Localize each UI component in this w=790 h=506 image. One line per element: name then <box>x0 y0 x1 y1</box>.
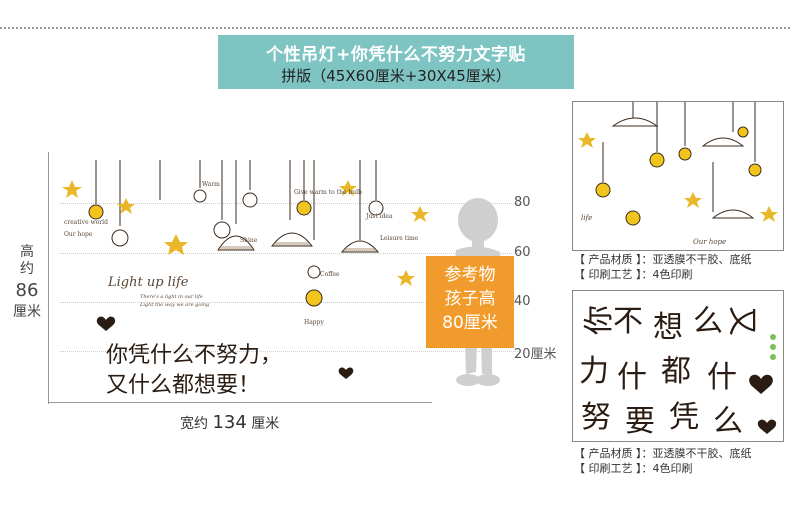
scale-mark-20: 20厘米 <box>514 347 557 362</box>
svg-text:力: 力 <box>579 354 609 389</box>
height-label-2: 约 <box>20 261 34 277</box>
svg-text:努: 努 <box>581 400 611 435</box>
svg-text:Our hope: Our hope <box>693 238 726 246</box>
decal-text-shine: Shine <box>240 237 258 244</box>
scale-mark-80: 80 <box>514 195 531 210</box>
decal-text-justidea: Just idea <box>365 213 393 220</box>
sheet-preview-letters: 你 不 想 么 又 力 什 都 什 努 要 凭 么 <box>572 290 784 442</box>
scale-guide-60 <box>60 253 520 254</box>
svg-text:什: 什 <box>617 360 647 395</box>
heart-icon <box>96 316 354 379</box>
svg-text:什: 什 <box>707 360 737 395</box>
bulb-icon <box>88 189 384 307</box>
decal-script-title: Light up life <box>107 275 189 290</box>
svg-text:想: 想 <box>653 310 683 345</box>
decal-text-warm: Warm <box>202 181 220 188</box>
decal-script-sub2: Light the way we are going <box>139 302 209 308</box>
reference-line-3: 80厘米 <box>442 313 498 333</box>
reference-line-1: 参考物 <box>444 265 496 285</box>
svg-text:life: life <box>581 214 592 222</box>
svg-text:你: 你 <box>582 305 617 335</box>
height-dimension-line <box>48 152 49 404</box>
scale-guide-20 <box>60 351 520 352</box>
decal-text-happy: Happy <box>304 319 324 326</box>
decal-preview: creative world Our hope Warm Shine Give … <box>62 160 429 398</box>
lamp-sheet-illustration: life Our hope <box>578 102 778 246</box>
height-value: 86 <box>15 280 39 301</box>
title-banner: 个性吊灯+你凭什么不努力文字贴 拼版（45X60厘米+30X45厘米） <box>218 35 574 89</box>
product-subtitle: 拼版（45X60厘米+30X45厘米） <box>281 67 511 85</box>
sheet-preview-lamps: life Our hope <box>572 101 784 251</box>
spec-block-1: 【 产品材质 】：亚透膜不干胶、底纸 【 印刷工艺 】：4色印刷 <box>574 252 752 282</box>
width-prefix: 宽约 <box>180 416 208 432</box>
decal-slogan-line1: 你凭什么不努力， <box>106 343 282 368</box>
letter-sheet-illustration: 你 不 想 么 又 力 什 都 什 努 要 凭 么 <box>579 304 777 439</box>
scale-mark-60: 60 <box>514 245 531 260</box>
decal-text-coffee: Coffee <box>320 271 340 278</box>
height-dimension: 高 约 86 厘米 <box>12 244 42 321</box>
decal-text-ourhope: Our hope <box>64 231 93 238</box>
scale-guide-40 <box>60 302 520 303</box>
svg-text:凭: 凭 <box>669 400 699 435</box>
width-dimension: 宽约 134 厘米 <box>180 412 279 433</box>
svg-text:都: 都 <box>661 354 691 389</box>
svg-text:么: 么 <box>693 304 723 339</box>
decal-text-leisure: Leisure time <box>380 235 419 242</box>
scale-mark-40: 40 <box>514 294 531 309</box>
star-icon <box>62 180 429 286</box>
width-unit: 厘米 <box>251 416 280 432</box>
decal-text-warmbulb: Give warm to the bulb <box>294 189 362 196</box>
svg-text:么: 么 <box>713 404 743 439</box>
spec-block-2: 【 产品材质 】：亚透膜不干胶、底纸 【 印刷工艺 】：4色印刷 <box>574 446 752 476</box>
reference-note: 参考物 孩子高 80厘米 <box>426 256 514 348</box>
height-label-1: 高 <box>20 244 34 260</box>
decal-slogan-line2: 又什么都想要！ <box>106 373 260 398</box>
height-unit: 厘米 <box>13 304 41 320</box>
spec-print-1: 【 印刷工艺 】：4色印刷 <box>574 268 693 281</box>
spec-print-2: 【 印刷工艺 】：4色印刷 <box>574 462 693 475</box>
svg-text:又: 又 <box>724 306 759 336</box>
product-title: 个性吊灯+你凭什么不努力文字贴 <box>266 45 526 65</box>
reference-line-2: 孩子高 <box>444 289 496 309</box>
spec-material-2: 【 产品材质 】：亚透膜不干胶、底纸 <box>574 447 752 460</box>
spec-material-1: 【 产品材质 】：亚透膜不干胶、底纸 <box>574 253 752 266</box>
width-value: 134 <box>212 412 247 433</box>
width-dimension-line <box>48 402 432 403</box>
decal-script-sub1: There's a light in our life <box>140 294 203 300</box>
decal-text-creative: creative world <box>64 219 108 226</box>
svg-text:要: 要 <box>625 404 655 439</box>
svg-text:不: 不 <box>613 304 643 339</box>
top-dotted-divider <box>0 27 790 29</box>
